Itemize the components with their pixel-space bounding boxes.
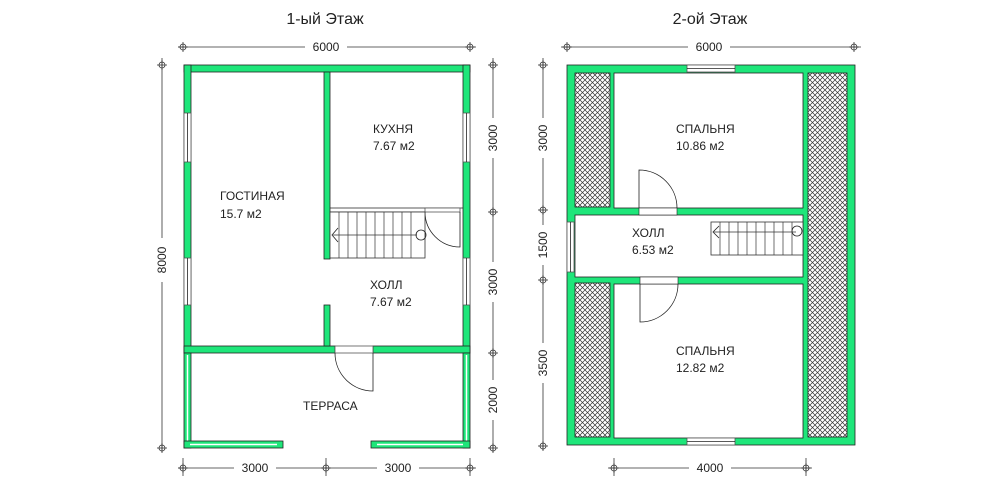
dim-right-1: 3000 (486, 124, 500, 151)
floor-2-stairs (710, 221, 804, 256)
svg-text:7.67 м2: 7.67 м2 (370, 295, 412, 309)
dim-right-2: 3000 (486, 268, 500, 295)
room-kitchen: КУХНЯ 7.67 м2 (373, 122, 415, 153)
svg-text:12.82 м2: 12.82 м2 (676, 361, 725, 375)
dim-right-3: 2000 (486, 386, 500, 413)
svg-text:ХОЛЛ: ХОЛЛ (370, 278, 403, 292)
dim-bottom: 4000 (697, 461, 724, 475)
dim-bottom-2: 3000 (385, 461, 412, 475)
dim-left-2: 1500 (536, 231, 550, 258)
svg-text:10.86 м2: 10.86 м2 (676, 139, 725, 153)
room-bedroom-1: СПАЛЬНЯ 10.86 м2 (676, 122, 735, 153)
floor-1-title: 1-ый Этаж (286, 11, 364, 28)
svg-text:15.7 м2: 15.7 м2 (220, 207, 262, 221)
floor-1-plan: 1-ый Этаж 6000 8000 3000 3000 2000 300 (154, 11, 501, 476)
room-living: ГОСТИНАЯ 15.7 м2 (220, 189, 285, 221)
svg-text:ТЕРРАСА: ТЕРРАСА (303, 399, 358, 413)
svg-text:СПАЛЬНЯ: СПАЛЬНЯ (676, 122, 735, 136)
svg-text:7.67 м2: 7.67 м2 (373, 139, 415, 153)
floor-2-windows (566, 64, 736, 446)
floor-1-stairs (329, 211, 427, 259)
room-hall-2: ХОЛЛ 6.53 м2 (632, 226, 674, 257)
dim-left-1: 3000 (536, 124, 550, 151)
floor-2-plan: 2-ой Этаж 6000 3000 1500 3500 4000 (535, 11, 861, 476)
svg-text:ХОЛЛ: ХОЛЛ (632, 226, 665, 240)
floor-1-doors (334, 207, 461, 392)
svg-text:КУХНЯ: КУХНЯ (373, 122, 413, 136)
svg-text:6.53 м2: 6.53 м2 (632, 243, 674, 257)
room-bedroom-2: СПАЛЬНЯ 12.82 м2 (676, 344, 735, 375)
dim-left-3: 3500 (536, 349, 550, 376)
floor-2-doors (638, 169, 679, 323)
room-hall-1: ХОЛЛ 7.67 м2 (370, 278, 412, 309)
floor-1-dimensions: 6000 8000 3000 3000 2000 3000 3000 (154, 38, 501, 476)
floor-1-windows (183, 112, 471, 306)
floor-1-walls (183, 64, 471, 449)
dim-top: 6000 (696, 40, 723, 54)
dim-left: 8000 (155, 246, 169, 273)
floor-2-title: 2-ой Этаж (673, 11, 748, 28)
room-terrace: ТЕРРАСА (303, 399, 358, 413)
dim-top: 6000 (313, 40, 340, 54)
svg-text:СПАЛЬНЯ: СПАЛЬНЯ (676, 344, 735, 358)
dim-bottom-1: 3000 (242, 461, 269, 475)
svg-text:ГОСТИНАЯ: ГОСТИНАЯ (220, 189, 285, 203)
floor-2-dimensions: 6000 3000 1500 3500 4000 (535, 38, 861, 476)
